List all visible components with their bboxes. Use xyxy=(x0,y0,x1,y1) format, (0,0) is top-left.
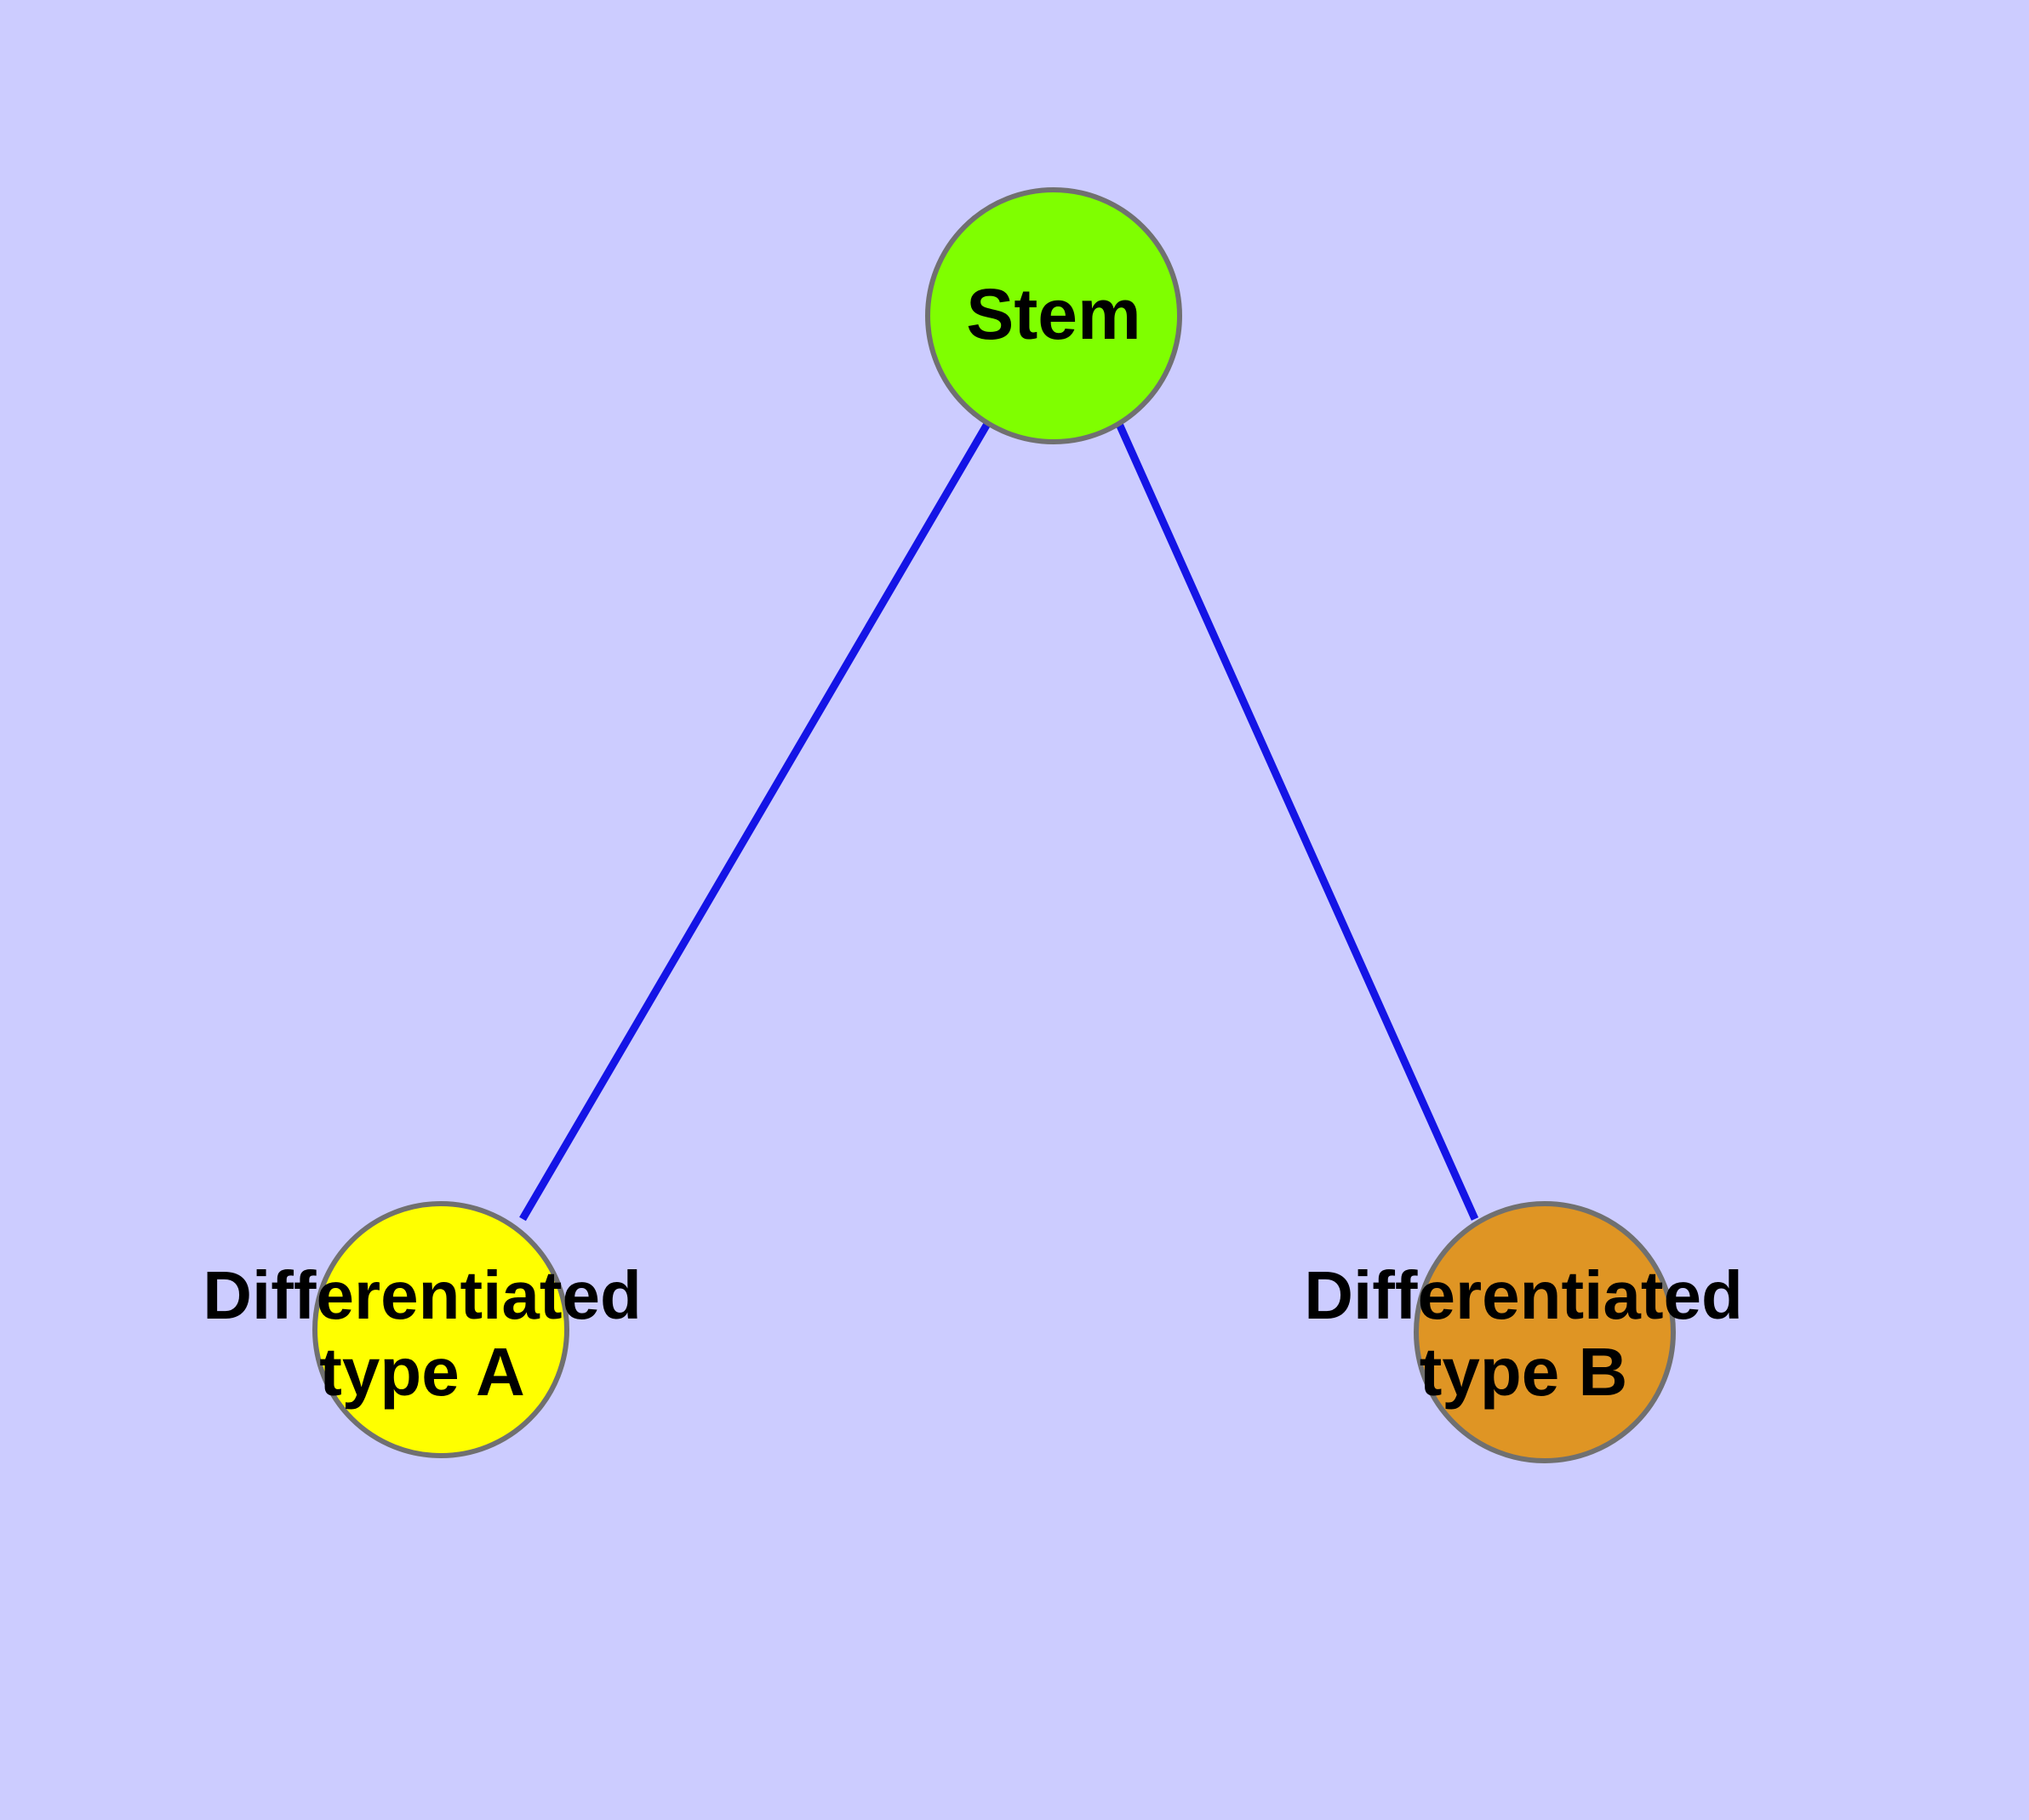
node-differentiated-type-b-circle[interactable] xyxy=(1414,1201,1676,1463)
node-stem-circle[interactable] xyxy=(925,187,1182,444)
node-stem[interactable]: Stem xyxy=(925,187,1182,444)
node-differentiated-type-a-circle[interactable] xyxy=(312,1201,569,1458)
edge-stem-to-differentiated-type-b[interactable] xyxy=(1115,422,1479,1221)
node-stem-label: Stem xyxy=(966,274,1140,354)
edges-layer xyxy=(519,421,1479,1222)
edge-stem-to-differentiated-type-a[interactable] xyxy=(519,421,991,1222)
